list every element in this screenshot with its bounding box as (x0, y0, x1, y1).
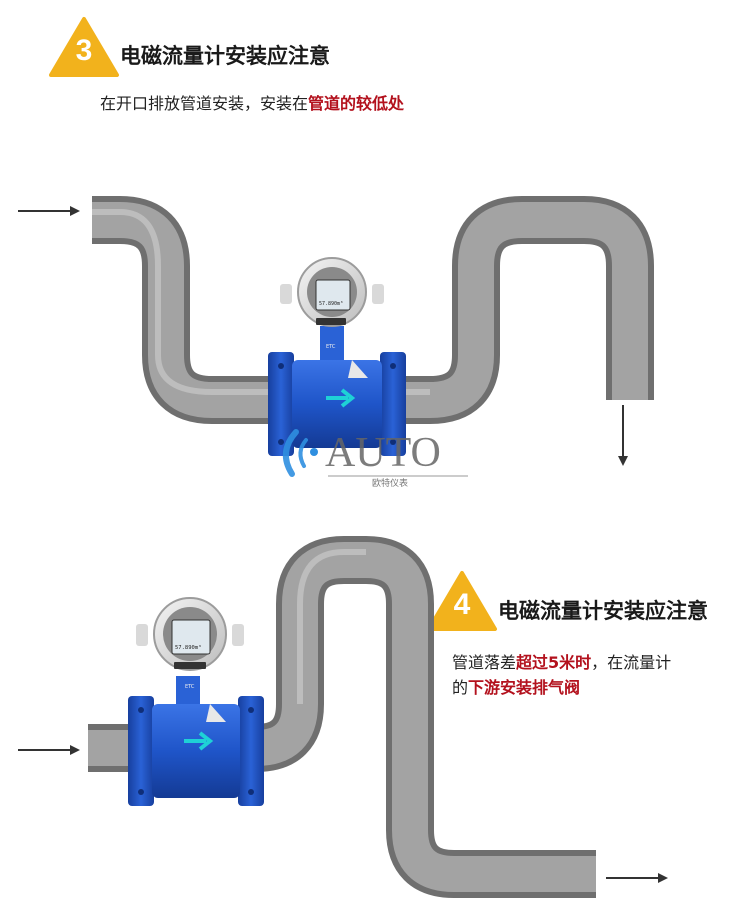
section-4-description-line-1: 管道落差超过5米时，在流量计 (452, 651, 671, 675)
step-4-number: 4 (453, 588, 471, 621)
meter-display-value: 57.890m³ (175, 644, 202, 651)
step-3-badge: 3 (48, 16, 120, 78)
step-3-number: 3 (75, 34, 93, 67)
flow-direction-arrow-icon (198, 731, 214, 751)
logo-signal-icon (283, 429, 299, 477)
step-4-badge: 4 (426, 570, 498, 632)
section-4-description-line-2: 的下游安装排气阀 (452, 676, 580, 700)
top-pipe (92, 196, 654, 424)
bottom-pipe (88, 536, 596, 898)
brand-subtitle: 欧特仪表 (372, 477, 408, 489)
section-3-description: 在开口排放管道安装，安装在管道的较低处 (100, 92, 404, 116)
section-3-title: 电磁流量计安装应注意 (120, 44, 330, 68)
flow-direction-arrow-icon (340, 388, 356, 408)
meter-display-value: 57.890m³ (319, 301, 343, 307)
section-4-title: 电磁流量计安装应注意 (498, 599, 708, 623)
section-4-line1-highlight: 超过5米时 (516, 653, 592, 672)
section-3-desc-highlight: 管道的较低处 (308, 94, 405, 113)
brand-watermark: AUTO 欧特仪表 (283, 429, 468, 489)
warning-triangle-icon (427, 571, 497, 631)
section-4-line2-plain: 的 (452, 678, 469, 697)
flowmeter-top: 57.890m³ ETC (268, 257, 406, 456)
flowmeter-bottom: 57.890m³ ETC (128, 597, 264, 806)
warning-triangle-icon (49, 17, 119, 77)
meter-tag: ETC (185, 684, 195, 690)
brand-name: AUTO (325, 430, 441, 476)
section-4-line2-highlight: 下游安装排气阀 (468, 678, 581, 697)
meter-tag: ETC (326, 344, 336, 350)
section-3-desc-plain: 在开口排放管道安装，安装在 (100, 94, 309, 113)
section-4-line1-plain: 管道落差 (452, 653, 517, 672)
section-4-line1-tail: ，在流量计 (591, 653, 672, 672)
